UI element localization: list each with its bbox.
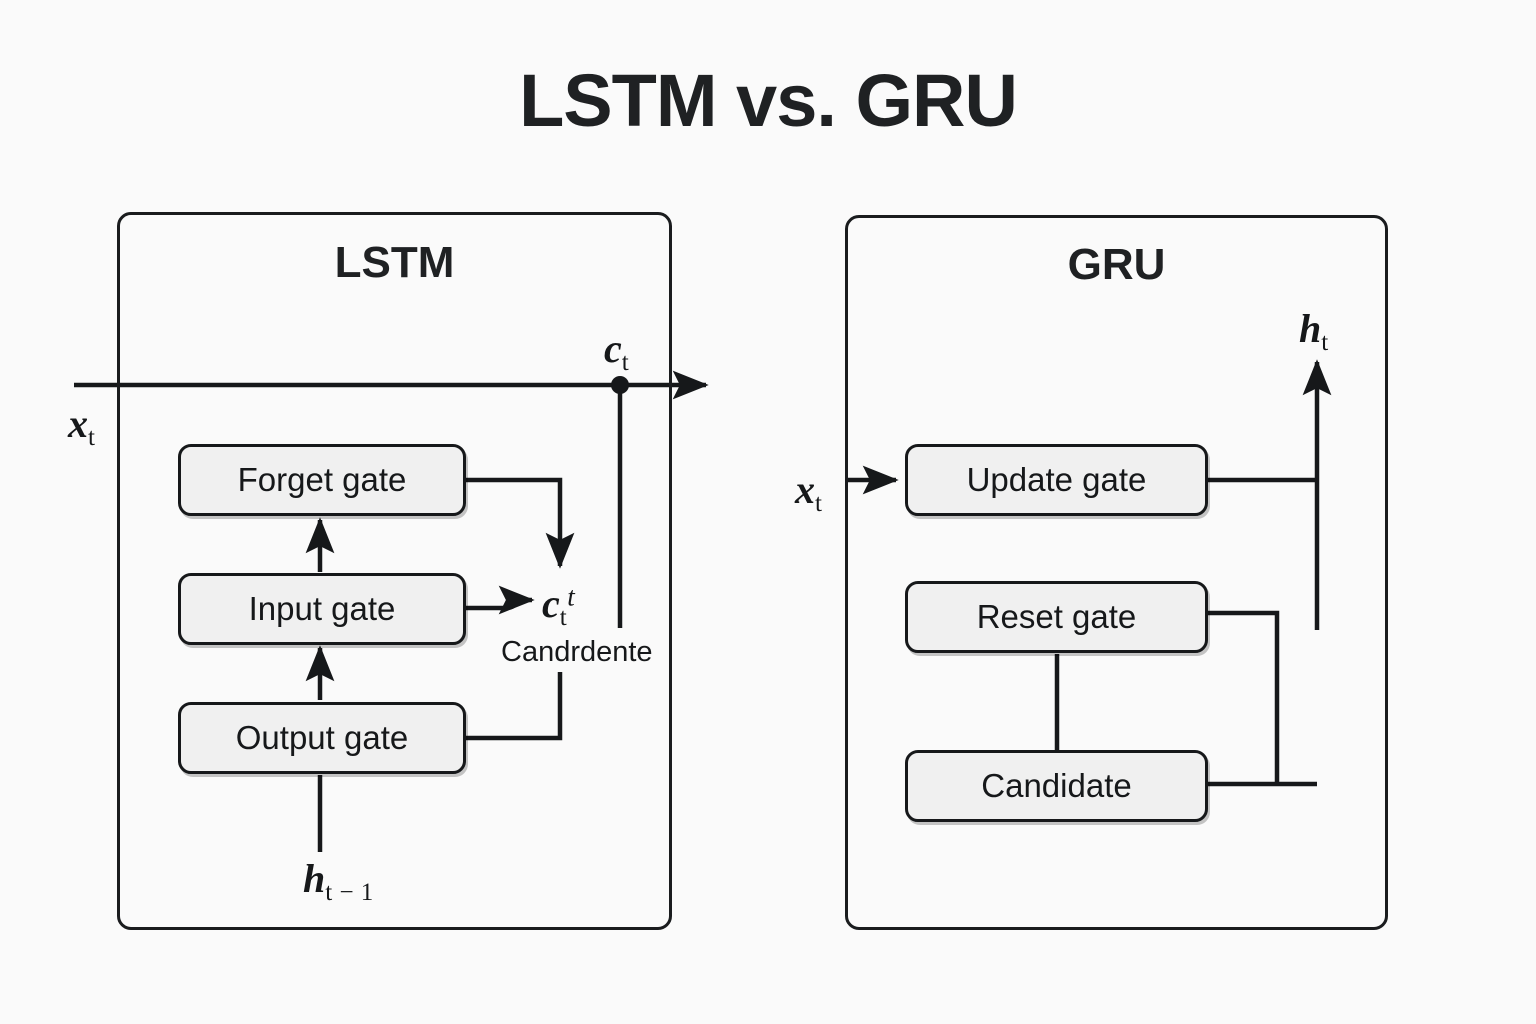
lstm-input-gate-label: Input gate	[248, 590, 396, 627]
lstm-input-gate-box[interactable]: Input gate	[178, 573, 466, 645]
gru-hidden-out-sub: t	[1321, 329, 1329, 356]
lstm-panel	[117, 212, 672, 930]
gru-input-x-sub: t	[815, 490, 823, 517]
gru-update-gate-box[interactable]: Update gate	[905, 444, 1208, 516]
gru-hidden-out-label: ht	[1299, 305, 1329, 357]
lstm-candidate-math-sup: t	[567, 581, 575, 612]
gru-panel	[845, 215, 1388, 930]
lstm-hidden-prev-base: h	[303, 856, 326, 901]
gru-input-x-base: x	[795, 467, 815, 512]
lstm-forget-to-candidate-connector	[465, 477, 575, 569]
gru-reset-gate-connector	[1208, 610, 1280, 784]
gru-update-gate-label: Update gate	[966, 461, 1147, 498]
gru-reset-gate-label: Reset gate	[976, 598, 1137, 635]
lstm-input-to-candidate-connector	[465, 585, 535, 615]
gru-candidate-label: Candidate	[981, 767, 1132, 804]
lstm-cell-state-label: ct	[604, 325, 629, 377]
lstm-candidate-math-base: c	[542, 581, 560, 626]
lstm-forget-gate-label: Forget gate	[237, 461, 407, 498]
gru-candidate-box[interactable]: Candidate	[905, 750, 1208, 822]
lstm-candidate-math-label: ctt	[542, 580, 575, 632]
lstm-forget-gate-box[interactable]: Forget gate	[178, 444, 466, 516]
lstm-input-x-label: xt	[68, 400, 95, 452]
lstm-output-gate-label: Output gate	[235, 719, 409, 756]
page-title: LSTM vs. GRU	[519, 59, 1018, 142]
lstm-input-x-base: x	[68, 401, 88, 446]
lstm-hidden-prev-label: ht − 1	[303, 855, 374, 907]
lstm-cell-state-base: c	[604, 326, 622, 371]
lstm-output-gate-connector	[465, 672, 563, 741]
lstm-candidate-text-label: Candrdente	[501, 636, 653, 668]
lstm-input-x-sub: t	[88, 424, 96, 451]
lstm-panel-title: LSTM	[334, 238, 455, 287]
gru-input-x-label: xt	[795, 466, 822, 518]
gru-hidden-out-base: h	[1299, 306, 1322, 351]
lstm-output-gate-box[interactable]: Output gate	[178, 702, 466, 774]
lstm-hidden-prev-sub: t − 1	[325, 879, 374, 906]
lstm-candidate-math-sub: t	[559, 604, 568, 631]
gru-panel-title: GRU	[1067, 240, 1166, 289]
gru-reset-gate-box[interactable]: Reset gate	[905, 581, 1208, 653]
lstm-cell-state-sub: t	[621, 349, 630, 376]
